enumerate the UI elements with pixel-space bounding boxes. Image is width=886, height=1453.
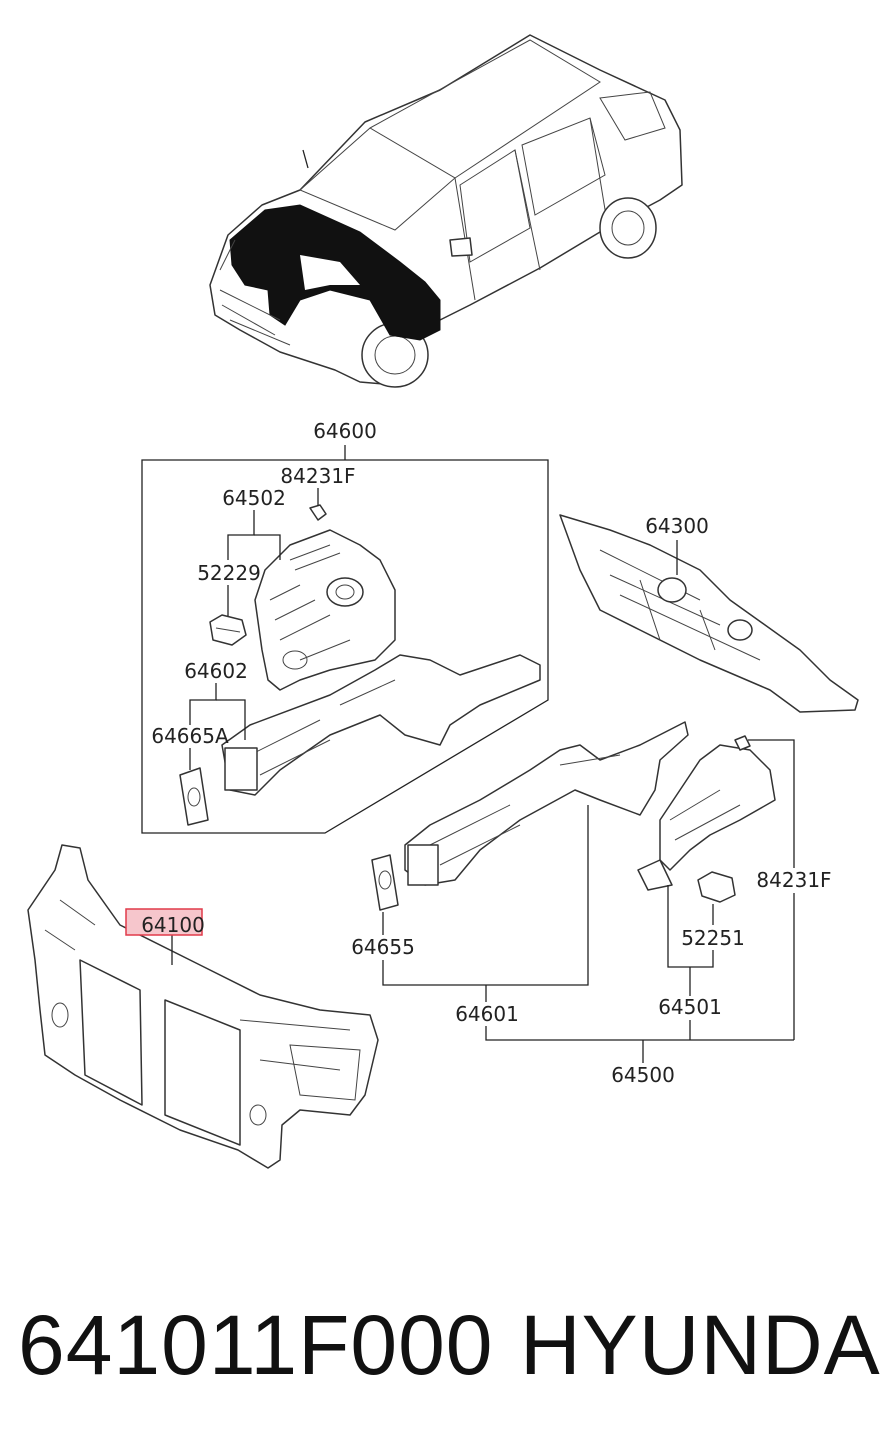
label-52229: 52229 — [197, 561, 261, 585]
part-clip-84231F-a — [309, 504, 327, 521]
part-radiator-support-64100 — [27, 844, 379, 1169]
label-64500: 64500 — [611, 1063, 675, 1087]
label-84231F-a: 84231F — [280, 464, 355, 488]
part-bracket-52229 — [209, 614, 247, 646]
part-apron-64501 — [637, 744, 776, 891]
label-64602: 64602 — [184, 659, 248, 683]
part-plate-64665A — [179, 767, 209, 826]
label-64100: 64100 — [141, 913, 205, 937]
part-plate-64655 — [371, 854, 399, 911]
label-64655: 64655 — [351, 935, 415, 959]
label-64300: 64300 — [645, 514, 709, 538]
label-64501: 64501 — [658, 995, 722, 1019]
label-84231F-b: 84231F — [756, 868, 831, 892]
part-number-text: 641011F000 — [18, 1298, 494, 1392]
part-member-64602 — [221, 654, 541, 796]
highlight-box-64100 — [125, 908, 203, 936]
brand-text: HYUNDAI — [520, 1298, 886, 1392]
label-64665A: 64665A — [151, 724, 229, 748]
label-52251: 52251 — [681, 926, 745, 950]
part-bracket-52251 — [697, 871, 736, 903]
vehicle-illustration — [209, 34, 683, 388]
callout-labels: 64600 84231F 64502 52229 64602 64665A 64… — [141, 419, 831, 1087]
part-clip-84231F-b — [734, 735, 751, 751]
label-64601: 64601 — [455, 1002, 519, 1026]
footer-caption: 641011F000 HYUNDAI — [0, 1295, 886, 1405]
leader-lines — [171, 488, 795, 1063]
label-64600: 64600 — [313, 419, 377, 443]
label-64502: 64502 — [222, 486, 286, 510]
part-dash-panel-64300 — [559, 514, 859, 713]
assembly-box-64600 — [141, 445, 549, 834]
part-member-64601 — [404, 721, 689, 886]
part-apron-64502 — [254, 529, 396, 691]
